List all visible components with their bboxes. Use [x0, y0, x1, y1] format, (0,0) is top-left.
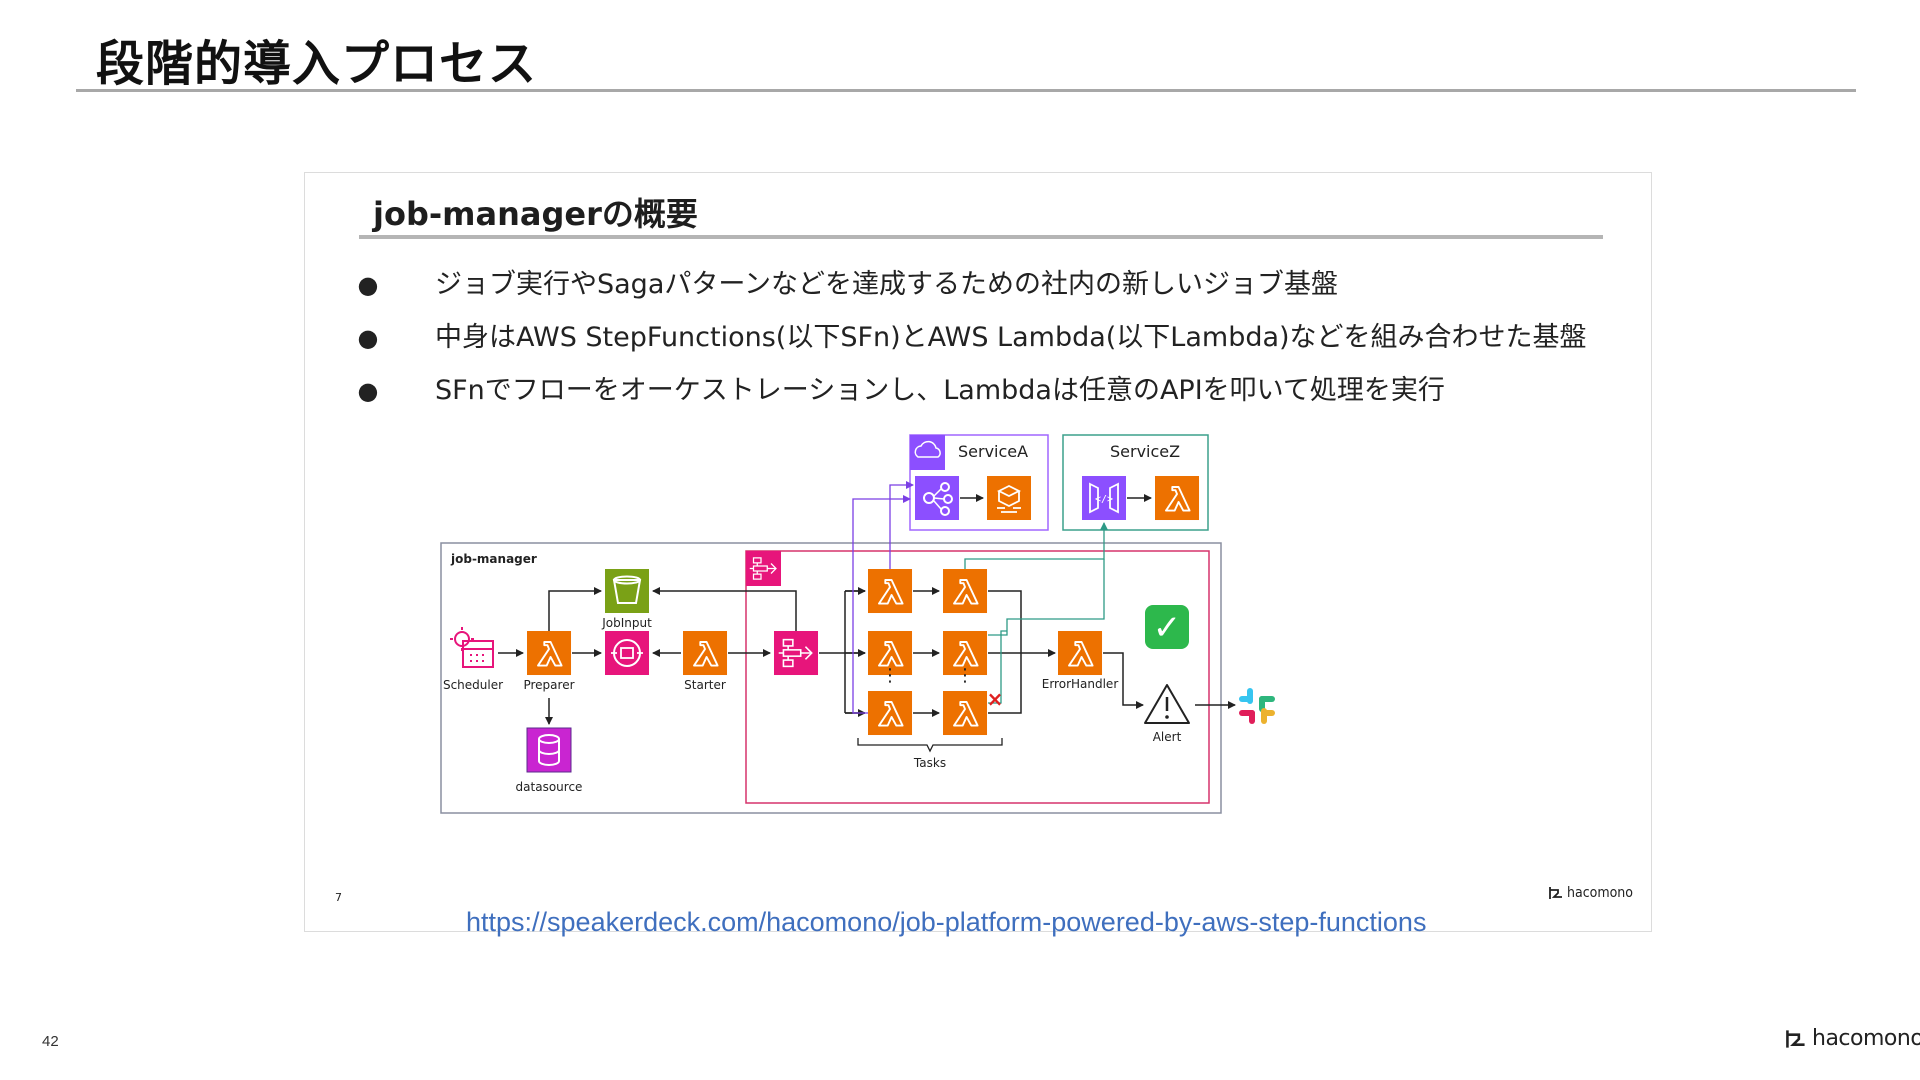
- ellipsis-dots: ⋮: [956, 665, 974, 686]
- starter-lambda-icon: [682, 630, 728, 676]
- service-z-lambda-icon: [1154, 475, 1200, 521]
- job-input-label: JobInput: [601, 616, 652, 630]
- bullet-text: ジョブ実行やSagaパターンなどを達成するための社内の新しいジョブ基盤: [435, 269, 1339, 300]
- job-manager-label: job-manager: [450, 552, 537, 566]
- embedded-slide-title: job-managerの概要: [373, 195, 698, 233]
- bullet-text: 中身はAWS StepFunctions(以下SFn)とAWS Lambda(以…: [435, 322, 1587, 353]
- success-check-icon: ✓: [1145, 605, 1189, 649]
- bullet-item: ● 中身はAWS StepFunctions(以下SFn)とAWS Lambda(…: [353, 318, 1587, 371]
- hacomono-logo-icon: [1786, 1029, 1805, 1048]
- embedded-logo-text: hacomono: [1567, 885, 1633, 901]
- footer-logo: hacomono: [1786, 1026, 1920, 1051]
- bullet-text: SFnでフローをオーケストレーションし、Lambdaは任意のAPIを叩いて処理を…: [435, 375, 1445, 406]
- hacomono-logo-icon: [1549, 887, 1562, 899]
- ellipsis-dots: ⋮: [881, 665, 899, 686]
- bullet-item: ● ジョブ実行やSagaパターンなどを達成するための社内の新しいジョブ基盤: [353, 265, 1587, 318]
- database-icon: [526, 727, 572, 773]
- tasks-label: Tasks: [913, 756, 946, 770]
- fargate-icon: [987, 476, 1031, 520]
- state-machine-icon: [773, 630, 819, 676]
- alert-label: Alert: [1153, 730, 1182, 744]
- page-number: 42: [42, 1033, 59, 1050]
- task-lambda-icon: [867, 690, 913, 736]
- slack-icon: [1239, 688, 1275, 724]
- bullet-dot: ●: [357, 271, 379, 299]
- failure-cross-icon: ×: [987, 687, 1004, 711]
- title-divider: [76, 89, 1856, 92]
- bullet-item: ● SFnでフローをオーケストレーションし、Lambdaは任意のAPIを叩いて処理…: [353, 371, 1587, 424]
- api-gateway-icon: </>: [1082, 476, 1126, 520]
- starter-label: Starter: [684, 678, 726, 692]
- footer-logo-text: hacomono: [1812, 1026, 1920, 1051]
- scheduler-icon: [450, 627, 494, 668]
- task-lambda-icon: [867, 568, 913, 614]
- datasource-label: datasource: [516, 780, 583, 794]
- step-functions-badge-icon: [745, 550, 782, 587]
- alert-icon: [1144, 684, 1190, 724]
- queue-icon: [605, 631, 649, 675]
- embedded-page-number: 7: [335, 891, 342, 904]
- error-handler-label: ErrorHandler: [1042, 677, 1119, 691]
- s3-bucket-icon: [605, 569, 649, 613]
- svg-text:</>: </>: [1095, 494, 1113, 505]
- embedded-title-divider: [359, 235, 1603, 239]
- svg-text:✓: ✓: [1153, 608, 1182, 648]
- page-title: 段階的導入プロセス: [96, 36, 538, 92]
- architecture-diagram: ServiceA ServiceZ </>: [440, 434, 1275, 814]
- bullet-dot: ●: [357, 377, 379, 405]
- bullet-list: ● ジョブ実行やSagaパターンなどを達成するための社内の新しいジョブ基盤 ● 中身…: [353, 265, 1587, 424]
- preparer-lambda-icon: [526, 630, 572, 676]
- job-manager-group: [440, 542, 1222, 814]
- task-lambda-icon: [942, 690, 988, 736]
- service-a-label: ServiceA: [958, 442, 1028, 461]
- source-link[interactable]: https://speakerdeck.com/hacomono/job-pla…: [466, 907, 1427, 937]
- embedded-logo: hacomono: [1549, 885, 1633, 901]
- service-z-label: ServiceZ: [1110, 442, 1180, 461]
- embedded-slide: job-managerの概要 ● ジョブ実行やSagaパターンなどを達成するための…: [304, 172, 1652, 932]
- bullet-dot: ●: [357, 324, 379, 352]
- task-lambda-icon: [942, 568, 988, 614]
- error-handler-lambda-icon: [1057, 630, 1103, 676]
- event-bus-icon: [915, 476, 959, 520]
- step-functions-group: [745, 550, 1210, 804]
- preparer-label: Preparer: [523, 678, 574, 692]
- scheduler-label: Scheduler: [443, 678, 503, 692]
